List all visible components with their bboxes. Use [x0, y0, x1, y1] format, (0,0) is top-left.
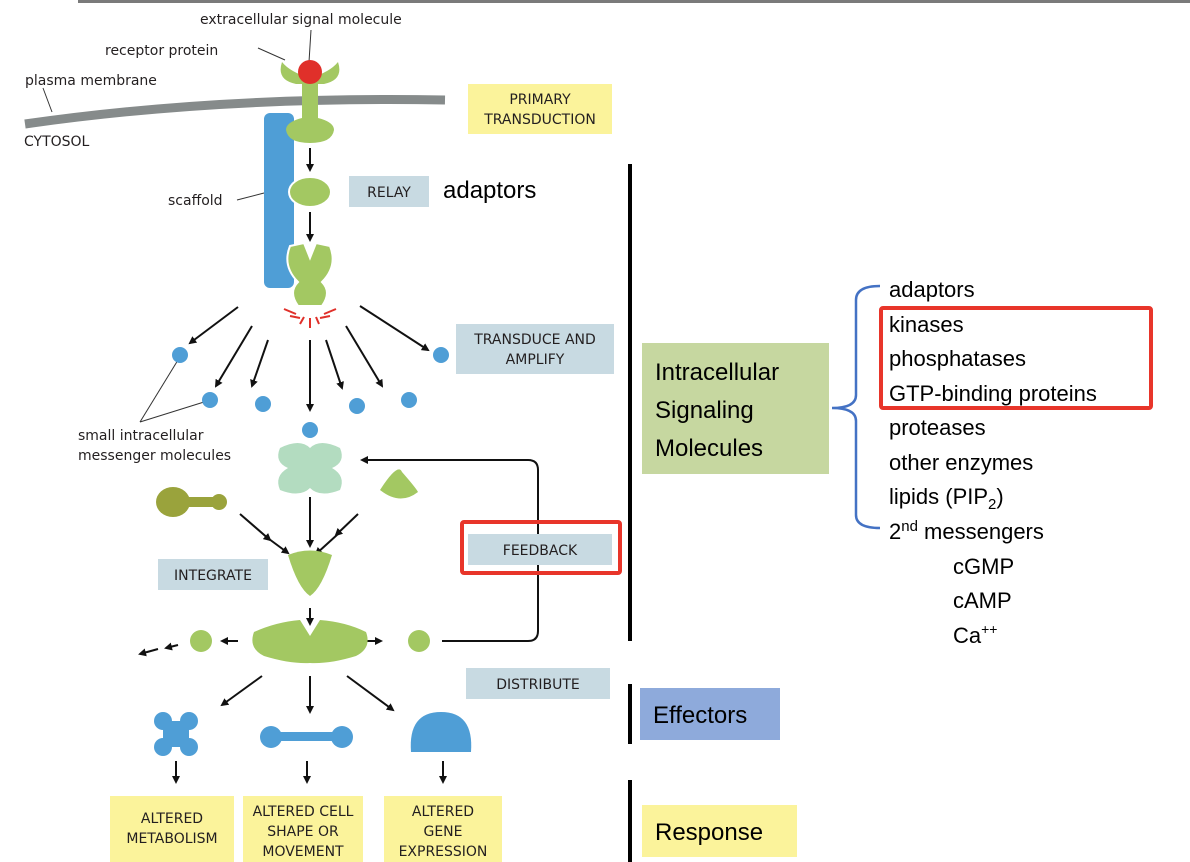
distributor-protein — [252, 620, 368, 664]
outcome-text: SHAPE OR — [267, 824, 339, 840]
list-item: proteases — [889, 415, 986, 440]
outcome-altered-cell-shape — [243, 796, 363, 862]
highlight-box-feedback — [460, 520, 622, 575]
label-adaptors: adaptors — [443, 177, 536, 204]
label-small-messengers: small intracellular — [78, 428, 204, 444]
label-extracellular-signal: extracellular signal molecule — [200, 12, 402, 28]
pathway-arrows — [138, 148, 447, 784]
extracellular-signal-molecule — [298, 60, 322, 84]
step-distribute — [466, 668, 610, 699]
list-item: other enzymes — [889, 450, 1033, 475]
step-text: FEEDBACK — [503, 543, 578, 559]
step-integrate — [158, 559, 268, 590]
category-text: Molecules — [655, 435, 763, 462]
cytoskeletal-protein — [260, 726, 353, 748]
curly-brace — [831, 284, 881, 530]
scaffold-protein — [264, 113, 294, 288]
label-plasma-membrane: plasma membrane — [25, 73, 157, 89]
step-text: AMPLIFY — [506, 352, 565, 368]
outcome-altered-gene-expression — [384, 796, 502, 862]
step-primary-transduction — [468, 84, 612, 134]
molecule-list: adaptors kinases phosphatases GTP-bindin… — [889, 277, 1097, 648]
green-dot — [190, 630, 212, 652]
step-text: TRANSDUCTION — [483, 112, 596, 128]
leader-line — [308, 29, 312, 63]
list-item-lipids: lipids (PIP2) — [889, 484, 1004, 513]
step-text: PRIMARY — [509, 92, 571, 108]
category-effectors — [640, 688, 780, 740]
category-intracellular-signaling — [642, 343, 829, 474]
integrated-molecule — [278, 443, 342, 494]
leader-line — [236, 192, 265, 201]
highlight-box-enzymes — [879, 306, 1153, 410]
list-item: adaptors — [889, 277, 975, 302]
category-text: Signaling — [655, 397, 754, 424]
amplifier-protein — [286, 241, 334, 307]
activation-sparks — [283, 308, 337, 328]
category-response — [642, 805, 797, 857]
label-scaffold: scaffold — [168, 193, 223, 209]
list-sub-item-calcium: Ca++ — [953, 621, 997, 648]
leader-line — [257, 47, 286, 61]
green-dot — [408, 630, 430, 652]
list-item: GTP-binding proteins — [889, 381, 1097, 406]
integrator-protein — [288, 550, 332, 596]
plasma-membrane — [24, 95, 446, 129]
leader-line — [139, 401, 205, 423]
step-text: TRANSDUCE AND — [473, 332, 596, 348]
bracket-bar-effectors — [628, 684, 632, 744]
outcome-text: ALTERED — [141, 811, 203, 827]
outcome-text: ALTERED — [412, 804, 474, 820]
outcome-text: ALTERED CELL — [253, 804, 354, 820]
label-receptor-protein: receptor protein — [105, 43, 218, 59]
label-small-messengers: messenger molecules — [78, 448, 231, 464]
category-text: Response — [655, 819, 763, 846]
category-text: Effectors — [653, 702, 747, 729]
outcome-text: EXPRESSION — [399, 844, 488, 860]
gene-regulatory-protein — [410, 712, 472, 752]
receptor-protein — [280, 60, 340, 143]
olive-molecule — [156, 487, 227, 517]
list-sub-item: cAMP — [953, 588, 1012, 613]
label-cytosol: CYTOSOL — [24, 134, 90, 150]
leader-line — [42, 87, 53, 113]
leader-line — [139, 359, 179, 423]
top-rule — [78, 0, 1190, 3]
category-text: Intracellular — [655, 359, 779, 386]
relay-protein — [288, 176, 332, 208]
list-item: kinases — [889, 312, 964, 337]
outcome-text: MOVEMENT — [262, 844, 344, 860]
bracket-bar-response — [628, 780, 632, 862]
step-relay — [349, 176, 429, 207]
bracket-bar-intracellular — [628, 164, 632, 641]
step-text: DISTRIBUTE — [496, 677, 579, 693]
outcome-text: METABOLISM — [126, 831, 217, 847]
small-messenger-molecules — [172, 347, 449, 438]
step-text: RELAY — [367, 185, 411, 201]
outcome-text: GENE — [423, 824, 462, 840]
step-transduce-amplify — [456, 324, 614, 374]
list-item-second-messengers: 2nd messengers — [889, 518, 1044, 544]
metabolic-enzyme — [154, 712, 198, 756]
step-feedback — [468, 534, 612, 565]
step-text: INTEGRATE — [174, 568, 252, 584]
list-item: phosphatases — [889, 346, 1026, 371]
list-sub-item: cGMP — [953, 554, 1014, 579]
outcome-altered-metabolism — [110, 796, 234, 862]
cone-molecule — [380, 469, 418, 499]
